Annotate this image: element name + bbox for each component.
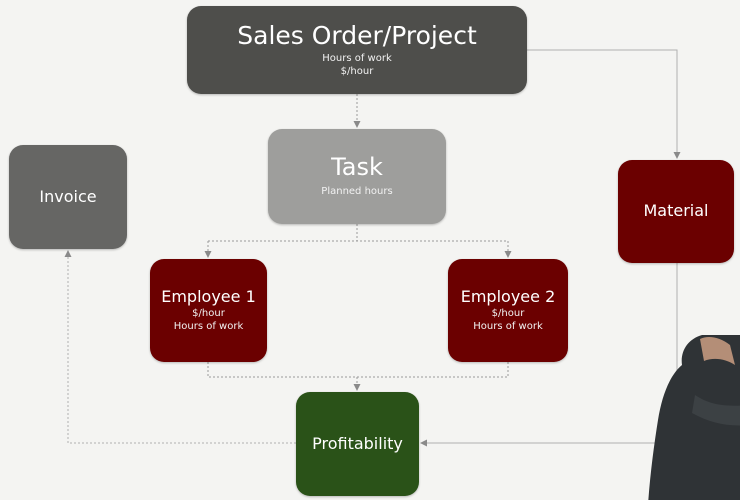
node-task: Task Planned hours bbox=[268, 129, 446, 224]
node-employee-2-title: Employee 2 bbox=[460, 286, 556, 306]
node-sales-order-line-1: Hours of work bbox=[322, 53, 392, 65]
node-profitability: Profitability bbox=[296, 392, 419, 496]
connector-sales-to-material bbox=[527, 49, 681, 159]
node-employee-1: Employee 1 $/hour Hours of work bbox=[150, 259, 267, 362]
node-sales-order-project: Sales Order/Project Hours of work $/hour bbox=[187, 6, 527, 94]
node-task-line-1: Planned hours bbox=[321, 186, 393, 198]
node-task-title: Task bbox=[331, 153, 383, 182]
node-employee-1-title: Employee 1 bbox=[161, 286, 256, 306]
node-sales-order-title: Sales Order/Project bbox=[237, 20, 477, 50]
connector-employees-to-profitability bbox=[207, 362, 509, 390]
node-invoice-title: Invoice bbox=[39, 186, 97, 206]
presenter-silhouette-icon bbox=[648, 335, 740, 500]
node-material: Material bbox=[618, 160, 734, 263]
node-material-title: Material bbox=[643, 201, 709, 221]
node-profitability-title: Profitability bbox=[312, 433, 403, 453]
node-invoice: Invoice bbox=[9, 145, 127, 249]
node-employee-2-line-2: Hours of work bbox=[473, 320, 543, 332]
node-sales-order-line-2: $/hour bbox=[340, 65, 374, 77]
node-employee-2: Employee 2 $/hour Hours of work bbox=[448, 259, 568, 362]
node-employee-1-line-2: Hours of work bbox=[173, 320, 244, 332]
node-employee-1-line-1: $/hour bbox=[192, 308, 225, 320]
connector-task-to-employees bbox=[208, 224, 508, 242]
connector-profitability-to-invoice bbox=[64, 250, 296, 444]
node-employee-2-line-1: $/hour bbox=[491, 308, 525, 320]
